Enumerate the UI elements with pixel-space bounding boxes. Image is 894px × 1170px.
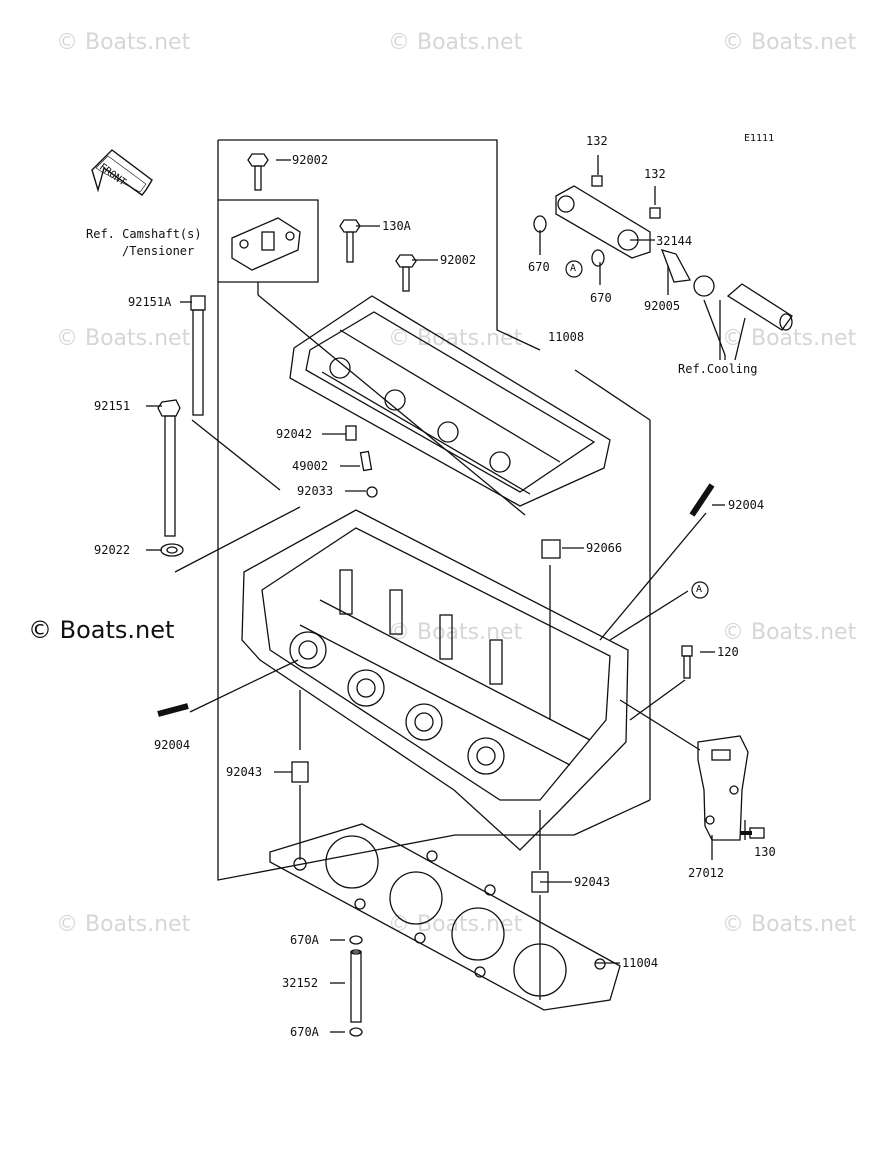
watermark: © Boats.net	[722, 620, 857, 645]
oring-92033	[366, 486, 378, 498]
part-label-92022: 92022	[94, 543, 131, 557]
callout-a-label: A	[696, 584, 703, 595]
stud-92004-right	[689, 483, 715, 517]
part-label-92066: 92066	[586, 541, 623, 555]
bolt-92002-mid	[395, 254, 417, 292]
clamp-part	[693, 275, 715, 297]
part-label-32152: 32152	[282, 976, 319, 990]
ref-cooling: Ref.Cooling	[678, 362, 758, 376]
part-label-670a: 670A	[290, 933, 319, 947]
port	[405, 703, 443, 741]
part-label-92004: 92004	[728, 498, 765, 512]
dowel-92043-left	[291, 761, 309, 783]
washer-92022	[160, 543, 184, 557]
camshaft-cap-part	[231, 217, 301, 271]
port	[467, 737, 505, 775]
part-label-92004: 92004	[154, 738, 191, 752]
watermark: © Boats.net	[722, 326, 857, 351]
part-label-670: 670	[590, 291, 612, 305]
watermark: © Boats.net	[722, 912, 857, 937]
group-frame	[218, 139, 541, 351]
part-label-92033: 92033	[297, 484, 334, 498]
bolt-92002-top	[247, 153, 269, 191]
part-label-92005: 92005	[644, 299, 681, 313]
bolt-92151A	[190, 295, 206, 416]
watermark: © Boats.net	[388, 912, 523, 937]
diagram-code: E1111	[744, 133, 775, 144]
pipe-32152	[350, 949, 362, 1023]
callout-a-top	[565, 260, 583, 278]
part-label-92151a: 92151A	[128, 295, 172, 309]
port	[298, 640, 318, 660]
cylinder-head-body	[241, 509, 629, 851]
oring-670A-bottom	[349, 1027, 363, 1037]
oring-670A-top	[349, 935, 363, 945]
port	[356, 678, 376, 698]
head-gasket-11004	[269, 823, 621, 1011]
port	[414, 712, 434, 732]
plug-92066	[541, 539, 561, 559]
oring-670-mid	[591, 249, 605, 267]
bolt-120	[681, 645, 693, 679]
group-frame	[217, 140, 574, 881]
part-label-11004: 11004	[622, 956, 659, 970]
cylinder-head-cover-11008	[289, 295, 611, 507]
watermark: © Boats.net	[722, 30, 857, 55]
watermark: © Boats.net	[388, 620, 523, 645]
hose-fitting-92005	[660, 249, 692, 283]
part-label-92042: 92042	[276, 427, 313, 441]
port	[347, 669, 385, 707]
watermark-main: © Boats.net	[28, 616, 175, 644]
part-label-120: 120	[717, 645, 739, 659]
front-arrow-icon	[91, 149, 153, 196]
watermark: © Boats.net	[56, 912, 191, 937]
stud-92004-left	[157, 703, 189, 717]
part-label-132: 132	[644, 167, 666, 181]
bolt-92151	[157, 399, 181, 537]
bolt-130	[740, 827, 765, 839]
part-label-130: 130	[754, 845, 776, 859]
group-frame	[218, 199, 319, 283]
lifter-49002	[359, 450, 373, 472]
part-label-92002: 92002	[292, 153, 329, 167]
part-label-92002: 92002	[440, 253, 477, 267]
part-label-670a: 670A	[290, 1025, 319, 1039]
part-label-49002: 49002	[292, 459, 329, 473]
part-label-11008: 11008	[548, 330, 585, 344]
dowel-92042	[345, 425, 357, 441]
callout-a-label: A	[570, 263, 577, 274]
ref-camshaft-line2: /Tensioner	[122, 244, 195, 258]
watermark: © Boats.net	[56, 326, 191, 351]
bolt-130A	[339, 219, 361, 263]
part-label-132: 132	[586, 134, 608, 148]
cooling-hose-part	[726, 283, 793, 331]
bracket-27012	[697, 735, 749, 841]
callout-a-right	[691, 581, 709, 599]
watermark: © Boats.net	[388, 30, 523, 55]
ref-camshaft-line1: Ref. Camshaft(s)	[86, 227, 202, 241]
part-label-670: 670	[528, 260, 550, 274]
part-label-92151: 92151	[94, 399, 131, 413]
part-label-130a: 130A	[382, 219, 411, 233]
dowel-92043-right	[531, 871, 549, 893]
part-label-92043: 92043	[226, 765, 263, 779]
oring-670-left	[533, 215, 547, 233]
watermark: © Boats.net	[56, 30, 191, 55]
part-label-27012: 27012	[688, 866, 725, 880]
part-label-32144: 32144	[656, 234, 693, 248]
port	[476, 746, 496, 766]
fitting-32144	[555, 175, 661, 259]
port	[289, 631, 327, 669]
part-label-92043: 92043	[574, 875, 611, 889]
